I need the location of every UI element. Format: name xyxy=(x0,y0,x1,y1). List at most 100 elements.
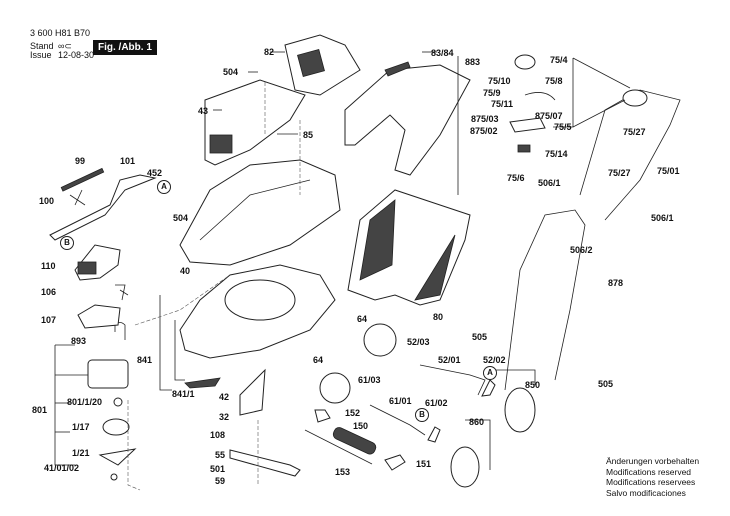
part-label: 101 xyxy=(120,156,136,166)
part-label: 106 xyxy=(41,287,57,297)
part-label: 506/1 xyxy=(651,213,674,223)
notice-line-fr: Modifications reservees xyxy=(606,477,696,487)
notice-line-es: Salvo modificaciones xyxy=(606,487,686,498)
part-label: 83/84 xyxy=(431,48,454,58)
switch-106 xyxy=(115,284,129,301)
part-label: 42 xyxy=(219,392,230,402)
cover-43-grille xyxy=(209,134,233,154)
switch-cover-75-4 xyxy=(514,54,536,70)
stand-value: ∞⊂ xyxy=(58,41,72,51)
spring-100 xyxy=(69,189,86,206)
part-label: 41/01/02 xyxy=(44,463,80,473)
part-label: 75/5 xyxy=(554,122,572,132)
part-label: 505 xyxy=(598,379,614,389)
handle-lever-101 xyxy=(49,174,157,241)
part-label: 893 xyxy=(71,336,87,346)
deck-841-1 xyxy=(184,377,221,389)
part-label: 64 xyxy=(357,314,368,324)
switch-base-75-5 xyxy=(509,117,546,133)
part-label: 108 xyxy=(210,430,226,440)
part-label: 151 xyxy=(416,459,432,469)
part-label: 75/6 xyxy=(507,173,525,183)
part-label: 883 xyxy=(465,57,481,67)
part-label: 875/03 xyxy=(471,114,499,124)
part-label: 1/21 xyxy=(72,448,90,458)
callout-b: B xyxy=(415,408,429,422)
notice-line-de: Änderungen vorbehalten xyxy=(606,456,700,466)
part-label: 501 xyxy=(210,464,226,474)
pulley-1-17 xyxy=(102,418,130,436)
callout-a: A xyxy=(157,180,171,194)
modifications-notice: Änderungen vorbehalten Modifications res… xyxy=(606,456,699,498)
axle-61-01 xyxy=(369,404,426,436)
part-label: 40 xyxy=(180,266,191,276)
switch-housing-75-4-assembled xyxy=(622,89,648,107)
handle-83-84 xyxy=(384,61,411,77)
part-label: 505 xyxy=(472,332,488,342)
part-label: 75/11 xyxy=(491,99,514,109)
part-label: 52/02 xyxy=(483,355,506,365)
document-number: 3 600 H81 B70 xyxy=(30,28,91,38)
part-label: 82 xyxy=(264,47,275,57)
bracket-152 xyxy=(314,409,331,423)
part-label: 80 xyxy=(433,312,444,322)
part-label: 75/14 xyxy=(545,149,568,159)
cover-82-grille xyxy=(297,49,325,77)
part-label: 64 xyxy=(313,355,324,365)
part-label: 152 xyxy=(345,408,361,418)
part-label: 875/07 xyxy=(535,111,563,121)
lever-61-02 xyxy=(427,426,441,443)
part-label: 504 xyxy=(173,213,189,223)
part-label: 504 xyxy=(223,67,239,77)
issue-date: 12-08-30 xyxy=(58,50,95,60)
part-label: 55 xyxy=(215,450,226,460)
part-label: 75/10 xyxy=(488,76,511,86)
handle-upper-75-01 xyxy=(579,89,681,221)
part-label: 841/1 xyxy=(172,389,195,399)
wheel-860 xyxy=(450,446,480,488)
part-label: 75/4 xyxy=(550,55,568,65)
part-label: 99 xyxy=(75,156,86,166)
blade-55 xyxy=(229,449,301,477)
part-label: 801/1/20 xyxy=(67,397,103,407)
wheel-rear-left xyxy=(319,372,351,404)
axle-52-01 xyxy=(419,364,486,396)
part-label: 153 xyxy=(335,467,351,477)
motor-801 xyxy=(87,359,129,389)
part-label: 107 xyxy=(41,315,57,325)
part-label: 100 xyxy=(39,196,55,206)
part-label: 52/03 xyxy=(407,337,430,347)
baffle-42 xyxy=(239,368,266,416)
callout-b: B xyxy=(60,236,74,250)
issue-label: Issue xyxy=(30,50,52,60)
part-label: 75/27 xyxy=(608,168,631,178)
stand-label: Stand xyxy=(30,41,54,51)
part-label: 875/02 xyxy=(470,126,498,136)
part-label: 110 xyxy=(41,261,56,271)
part-label: 452 xyxy=(147,168,163,178)
nut-41-01-02 xyxy=(110,473,118,481)
washer-801-1-20 xyxy=(113,397,123,407)
part-label: 860 xyxy=(469,417,485,427)
part-label: 43 xyxy=(198,106,209,116)
wheel-850 xyxy=(504,387,536,433)
lever-52-02 xyxy=(481,379,496,397)
cover-883 xyxy=(344,64,471,176)
part-label: 75/8 xyxy=(545,76,563,86)
rod-153 xyxy=(304,429,373,465)
part-label: 85 xyxy=(303,130,314,140)
roller-150 xyxy=(332,427,377,455)
wheel-front-left xyxy=(363,323,397,357)
part-label: 75/27 xyxy=(623,127,646,137)
notice-line-en: Modifications reserved xyxy=(606,466,692,477)
block-75-6 xyxy=(517,144,531,153)
part-label: 61/03 xyxy=(358,375,381,385)
part-label: 150 xyxy=(353,421,369,431)
handle-lower-878 xyxy=(504,209,586,391)
callout-a: A xyxy=(483,366,497,380)
part-label: 75/01 xyxy=(657,166,680,176)
housing-40 xyxy=(179,159,341,266)
part-label: 52/01 xyxy=(438,355,461,365)
part-label: 32 xyxy=(219,412,230,422)
part-label: 59 xyxy=(215,476,226,486)
